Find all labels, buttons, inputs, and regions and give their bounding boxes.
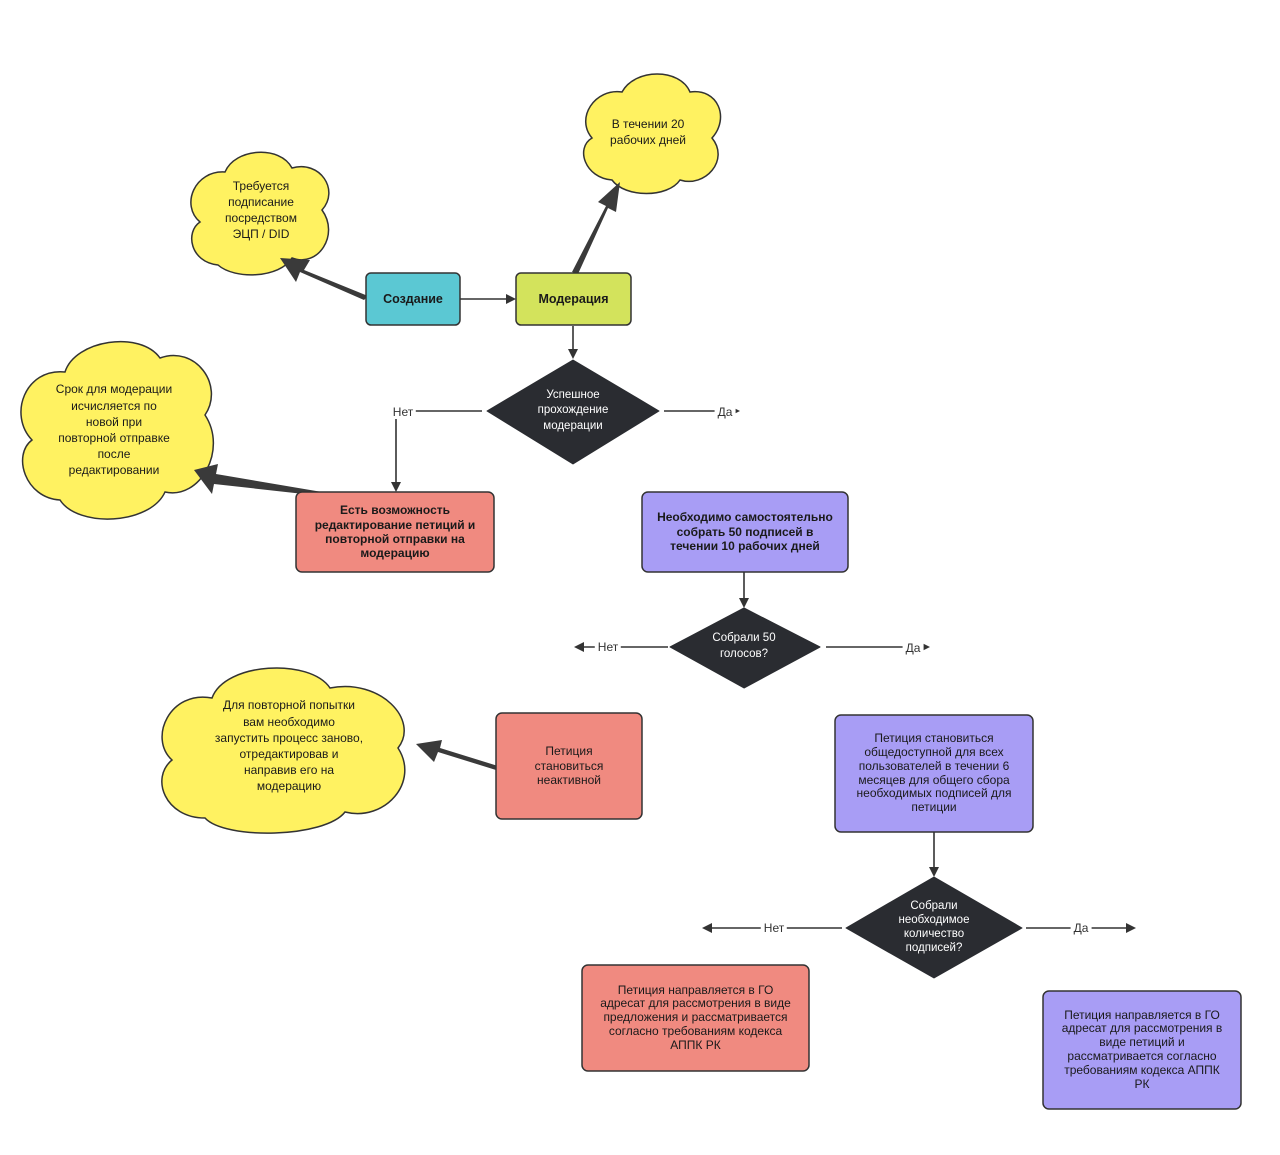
callout-arrow-deadline [194,464,322,496]
edit-resubmit-label: Есть возможность редактирование петиций … [314,503,476,561]
create-box [365,272,461,326]
cloud-20days-shape [582,73,722,195]
edit-resubmit-box [295,491,495,573]
create-label: Создание [383,291,443,306]
send-proposal-label: Петиция направляется в ГО адресат для ра… [600,982,791,1052]
decision-50-label: Собрали 50 голосов? [712,632,776,660]
cloud-retry-shape [161,667,406,834]
decision-moderation-label: Успешное прохождение модерации [537,388,609,432]
edge-label-yes-3: Да [1070,921,1092,935]
inactive-label: Петиция становиться неактивной [534,744,604,788]
callout-arrow-retry [416,740,498,770]
edge-label-no-1: Нет [389,405,417,419]
send-petition-label: Петиция направляется в ГО адресат для ра… [1061,1007,1223,1091]
moderation-label: Модерация [538,291,609,306]
decision-moderation-shape [486,359,660,465]
decision-required-shape [845,876,1023,979]
edge-label-no-2: Нет [594,640,622,654]
collect-50-label: Необходимо самостоятельно собрать 50 под… [657,510,833,554]
send-petition-box [1042,990,1242,1110]
edge-label-yes-2: Да [902,641,924,655]
cloud-20days-label: В течении 20 рабочих дней [610,116,686,147]
send-proposal-box [581,964,810,1072]
cloud-retry-label: Для повторной попытки вам необходимо зап… [214,698,364,794]
moderation-box [515,272,632,326]
callout-arrow-20days [572,182,620,274]
edge-label-yes-1: Да [714,405,736,419]
edge-label-no-3: Нет [760,921,788,935]
decision-required-label: Собрали необходимое количество подписей? [898,900,970,954]
public-label: Петиция становиться общедоступной для вс… [856,731,1012,815]
cloud-signature-shape [190,151,330,276]
decision-50-shape [669,607,821,689]
inactive-box [495,712,643,820]
public-box [834,714,1034,833]
connector-decision1-no [391,410,482,492]
cloud-deadline-label: Срок для модерации исчисляется по новой … [55,382,173,478]
cloud-signature-label: Требуется подписание посредством ЭЦП / D… [225,178,297,242]
callout-arrow-signature [280,258,368,300]
collect-50-box [641,491,849,573]
cloud-deadline-shape [20,340,215,520]
